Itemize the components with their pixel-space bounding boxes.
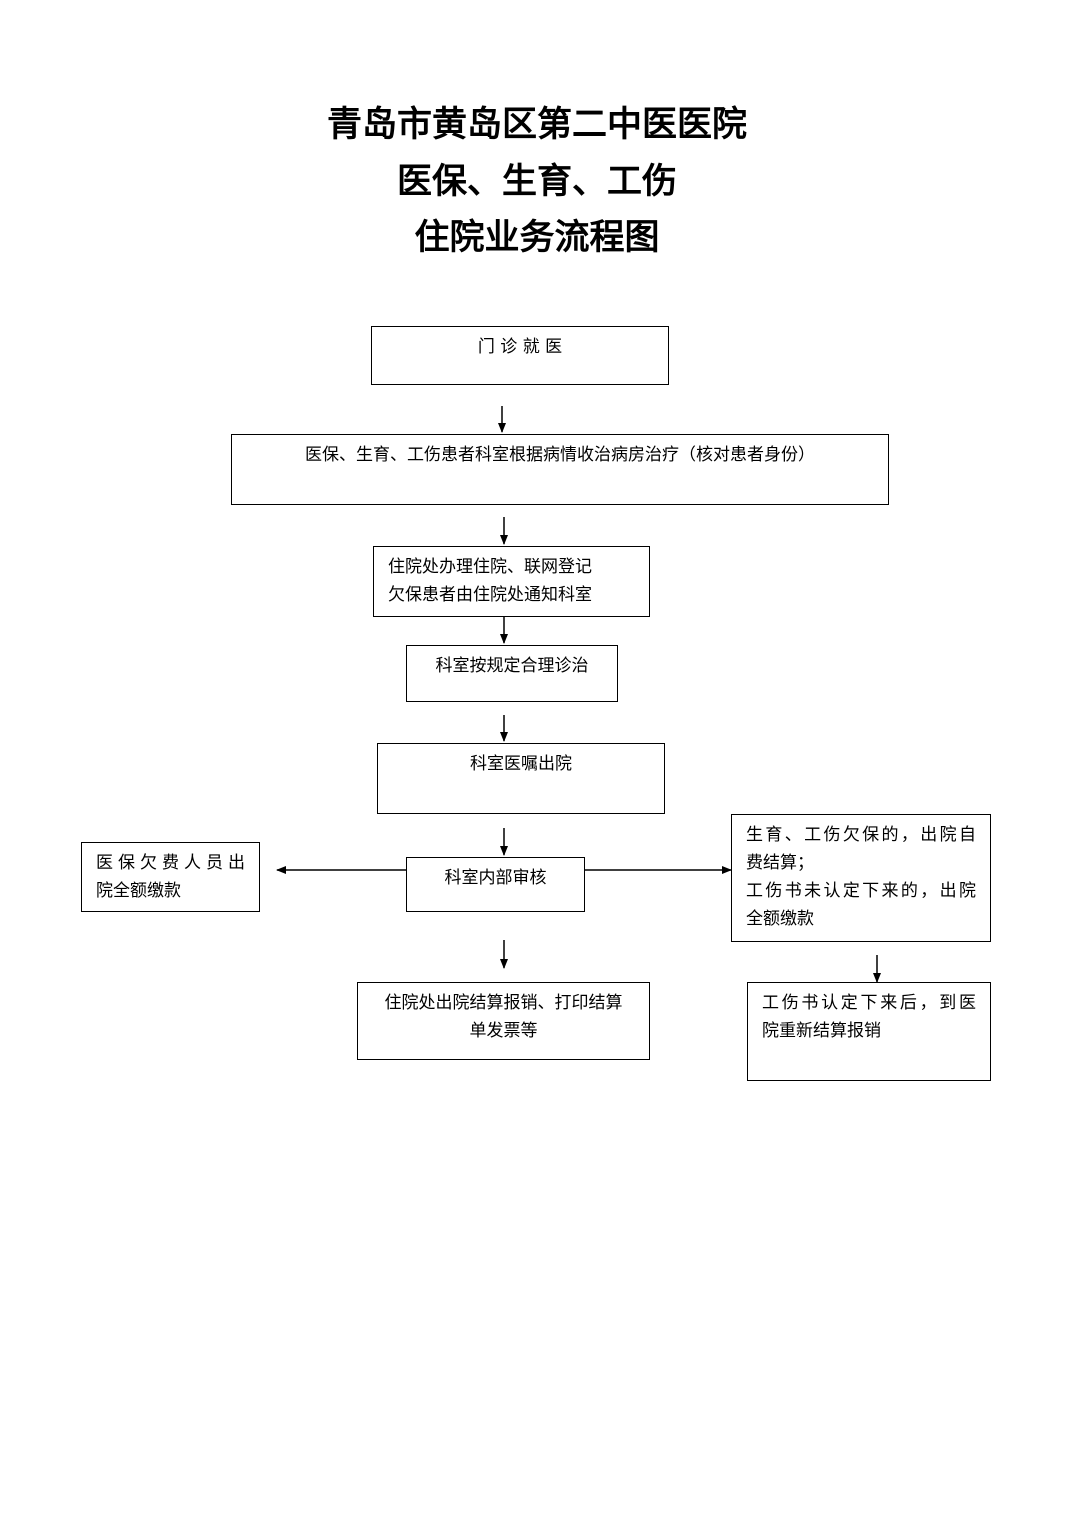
node-internal-review-label: 科室内部审核 bbox=[444, 868, 547, 888]
node-registration: 住院处办理住院、联网登记 欠保患者由住院处通知科室 bbox=[373, 546, 650, 617]
node-self-pay: 生育、工伤欠保的，出院自 费结算； 工伤书未认定下来的，出院 全额缴款 bbox=[731, 814, 991, 942]
node-outpatient-label: 门 诊 就 医 bbox=[477, 337, 563, 357]
node-discharge-order-label: 科室医嘱出院 bbox=[470, 754, 572, 774]
node-treatment: 科室按规定合理诊治 bbox=[406, 645, 618, 702]
node-self-pay-line-1: 生育、工伤欠保的，出院自 bbox=[746, 825, 976, 845]
node-discharge-order: 科室医嘱出院 bbox=[377, 743, 665, 814]
node-self-pay-line-2: 费结算； bbox=[746, 853, 814, 873]
node-arrears-full-payment: 医保欠费人员出 院全额缴款 bbox=[81, 842, 260, 912]
node-self-pay-line-4: 全额缴款 bbox=[746, 909, 814, 929]
page-title-line-2: 医保、生育、工伤 bbox=[396, 162, 677, 202]
node-internal-review: 科室内部审核 bbox=[406, 857, 585, 912]
node-arrears-line-2: 院全额缴款 bbox=[96, 881, 181, 901]
node-settlement-line-2: 单发票等 bbox=[469, 1021, 538, 1041]
node-registration-line-2: 欠保患者由住院处通知科室 bbox=[388, 585, 592, 605]
node-treatment-label: 科室按规定合理诊治 bbox=[435, 656, 589, 676]
node-settlement-line-1: 住院处出院结算报销、打印结算 bbox=[384, 993, 623, 1013]
node-resettlement-line-2: 院重新结算报销 bbox=[762, 1021, 881, 1041]
page-title-line-1: 青岛市黄岛区第二中医医院 bbox=[326, 105, 747, 145]
node-outpatient: 门 诊 就 医 bbox=[371, 326, 669, 385]
node-settlement: 住院处出院结算报销、打印结算 单发票等 bbox=[357, 982, 650, 1060]
node-self-pay-line-3: 工伤书未认定下来的，出院 bbox=[746, 881, 976, 901]
node-resettlement: 工伤书认定下来后，到医 院重新结算报销 bbox=[747, 982, 991, 1081]
node-arrears-line-1: 医保欠费人员出 bbox=[96, 853, 245, 873]
node-resettlement-line-1: 工伤书认定下来后，到医 bbox=[762, 993, 976, 1013]
node-admission-check: 医保、生育、工伤患者科室根据病情收治病房治疗（核对患者身份） bbox=[231, 434, 889, 505]
node-registration-line-1: 住院处办理住院、联网登记 bbox=[388, 557, 592, 577]
node-admission-check-label: 医保、生育、工伤患者科室根据病情收治病房治疗（核对患者身份） bbox=[305, 445, 815, 465]
page-title-line-3: 住院业务流程图 bbox=[414, 218, 660, 258]
